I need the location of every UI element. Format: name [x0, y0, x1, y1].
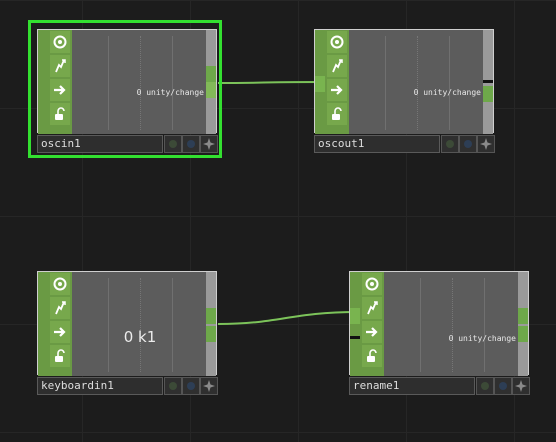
export-icon[interactable] [50, 321, 70, 343]
render-flag-icon[interactable] [494, 377, 512, 395]
gridline [172, 278, 173, 372]
node-body[interactable]: 0 unity/change [314, 29, 494, 134]
export-icon[interactable] [362, 321, 382, 343]
wire-oscin1-oscout1 [217, 81, 325, 84]
node-name[interactable]: rename1 [349, 377, 475, 395]
gridline [108, 278, 109, 372]
gridline [452, 278, 453, 372]
output-connector[interactable] [518, 308, 528, 324]
output-strip [206, 272, 216, 376]
output-notch [483, 80, 493, 83]
viewer-active-icon[interactable] [362, 273, 382, 295]
display-flag-icon[interactable] [164, 377, 182, 395]
node-oscout1[interactable]: 0 unity/change oscout1 [314, 29, 495, 153]
render-flag-icon[interactable] [182, 135, 200, 153]
input-strip [38, 272, 48, 376]
render-flag-icon[interactable] [182, 377, 200, 395]
output-connector[interactable] [206, 308, 216, 324]
gridline [420, 278, 421, 372]
input-connector[interactable] [315, 76, 325, 92]
output-connector[interactable] [206, 326, 216, 342]
lock-icon[interactable] [362, 345, 382, 367]
bypass-icon[interactable] [50, 55, 70, 77]
input-strip [38, 30, 48, 134]
output-connector-active[interactable] [206, 82, 216, 98]
viewer-active-icon[interactable] [50, 31, 70, 53]
channel-value: 0 k1 [123, 328, 157, 346]
node-rename1[interactable]: 0 unity/change rename1 [349, 271, 530, 395]
gridline [417, 36, 418, 130]
node-name[interactable]: oscin1 [37, 135, 163, 153]
pin-icon[interactable] [200, 377, 218, 395]
node-oscin1[interactable]: 0 unity/change oscin1 [28, 20, 222, 158]
gridline [172, 36, 173, 130]
channel-value: 0 unity/change [136, 88, 204, 97]
bypass-icon[interactable] [362, 297, 382, 319]
input-connector[interactable] [350, 308, 360, 324]
output-connector[interactable] [483, 86, 493, 102]
pin-icon[interactable] [512, 377, 530, 395]
pin-icon[interactable] [200, 135, 218, 153]
input-strip [315, 30, 325, 134]
side-buttons [48, 272, 72, 376]
channel-value: 0 unity/change [448, 334, 516, 343]
gridline [140, 36, 141, 130]
channel-value: 0 unity/change [413, 88, 481, 97]
gridline [449, 36, 450, 130]
lock-icon[interactable] [327, 103, 347, 125]
gridline [140, 278, 141, 372]
lock-icon[interactable] [50, 103, 70, 125]
viewer-active-icon[interactable] [327, 31, 347, 53]
render-flag-icon[interactable] [459, 135, 477, 153]
output-connector[interactable] [206, 66, 216, 82]
export-icon[interactable] [50, 79, 70, 101]
lock-icon[interactable] [50, 345, 70, 367]
bypass-icon[interactable] [50, 297, 70, 319]
output-strip [483, 30, 493, 134]
wire-keyboardin1-rename1 [217, 311, 359, 325]
node-keyboardin1[interactable]: 0 k1 keyboardin1 [37, 271, 218, 395]
selection-highlight [28, 20, 222, 158]
gridline [385, 36, 386, 130]
output-strip [518, 272, 528, 376]
side-buttons [48, 30, 72, 134]
node-body[interactable]: 0 unity/change [37, 29, 217, 134]
chop-viewer: 0 unity/change [72, 30, 208, 134]
input-notch [350, 336, 360, 339]
side-buttons [325, 30, 349, 134]
chop-viewer: 0 unity/change [384, 272, 520, 376]
chop-viewer: 0 unity/change [349, 30, 485, 134]
viewer-active-icon[interactable] [50, 273, 70, 295]
gridline [484, 278, 485, 372]
chop-viewer: 0 k1 [72, 272, 208, 376]
pin-icon[interactable] [477, 135, 495, 153]
node-body[interactable]: 0 unity/change [349, 271, 529, 376]
export-icon[interactable] [327, 79, 347, 101]
output-strip [206, 30, 216, 134]
node-body[interactable]: 0 k1 [37, 271, 217, 376]
gridline [108, 36, 109, 130]
node-name[interactable]: oscout1 [314, 135, 440, 153]
output-connector[interactable] [518, 326, 528, 342]
display-flag-icon[interactable] [476, 377, 494, 395]
display-flag-icon[interactable] [164, 135, 182, 153]
bypass-icon[interactable] [327, 55, 347, 77]
side-buttons [360, 272, 384, 376]
node-name[interactable]: keyboardin1 [37, 377, 163, 395]
input-strip [350, 272, 360, 376]
display-flag-icon[interactable] [441, 135, 459, 153]
